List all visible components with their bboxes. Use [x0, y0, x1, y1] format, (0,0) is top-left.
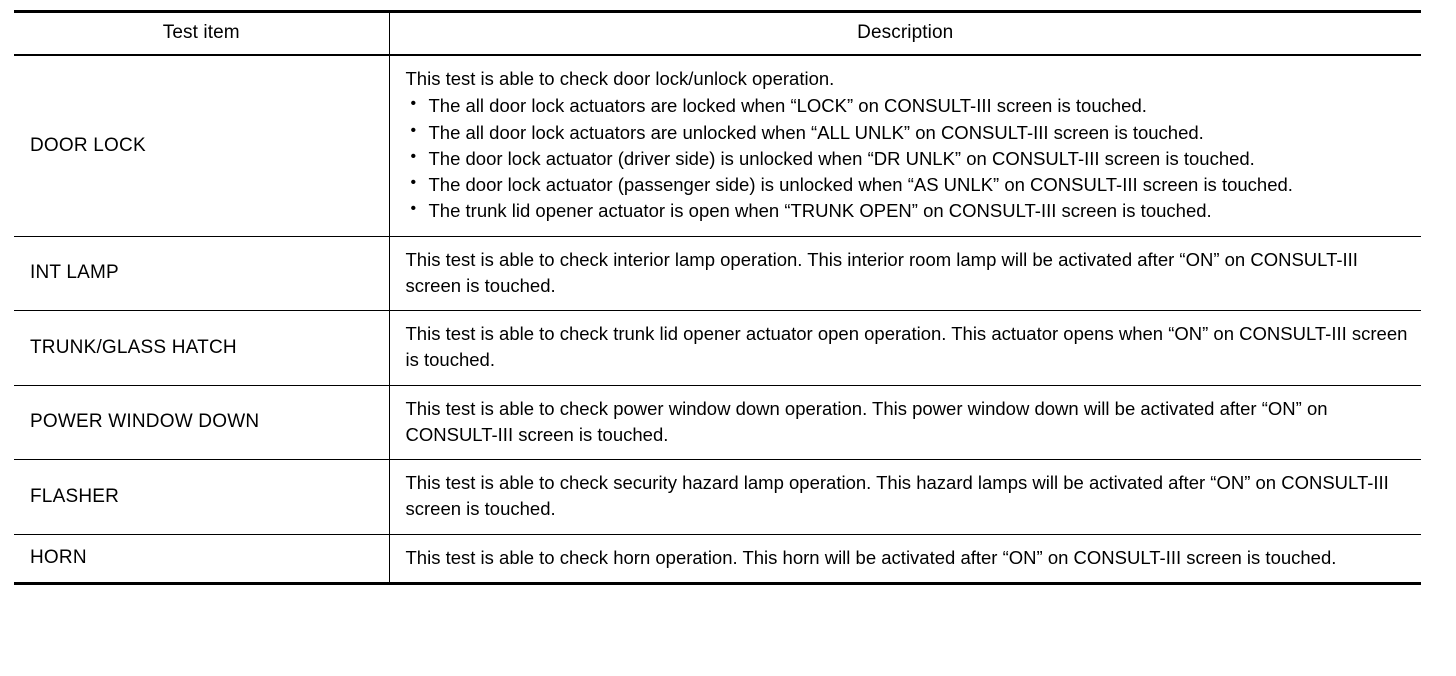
test-item-label: HORN [14, 534, 390, 585]
active-test-table: Test item Description DOOR LOCK This tes… [14, 10, 1421, 585]
description-intro: This test is able to check door lock/unl… [405, 68, 835, 89]
table-header: Test item Description [14, 10, 1421, 56]
table-row: TRUNK/GLASS HATCH This test is able to c… [14, 310, 1421, 386]
list-item-text: The door lock actuator (passenger side) … [428, 174, 1293, 196]
description-text: This test is able to check horn operatio… [405, 546, 1337, 568]
table-row: DOOR LOCK This test is able to check doo… [14, 55, 1421, 237]
list-item: • The all door lock actuators are unlock… [406, 120, 1414, 146]
bullet-icon: • [410, 147, 417, 165]
list-item: • The trunk lid opener actuator is open … [406, 198, 1414, 224]
description-cell: This test is able to check power window … [389, 385, 1421, 461]
test-item-label: POWER WINDOW DOWN [14, 385, 390, 461]
bullet-icon: • [410, 121, 417, 139]
description-cell: This test is able to check interior lamp… [389, 236, 1421, 312]
description-text: This test is able to check power window … [405, 397, 1328, 445]
list-item-text: The all door lock actuators are unlocked… [428, 121, 1204, 143]
description-cell: This test is able to check security haza… [389, 459, 1421, 535]
table-header-row: Test item Description [14, 10, 1421, 56]
description-text: This test is able to check security haza… [405, 472, 1389, 520]
description-bullet-list: • The all door lock actuators are locked… [406, 93, 1414, 224]
test-item-label: FLASHER [14, 459, 390, 535]
table-row: HORN This test is able to check horn ope… [14, 534, 1421, 585]
description-cell: This test is able to check door lock/unl… [389, 55, 1421, 237]
description-text: This test is able to check interior lamp… [405, 248, 1358, 296]
bullet-icon: • [410, 200, 417, 218]
test-item-label: TRUNK/GLASS HATCH [14, 310, 390, 386]
list-item-text: The door lock actuator (driver side) is … [428, 147, 1255, 169]
column-header-description: Description [389, 10, 1421, 56]
table-container: Test item Description DOOR LOCK This tes… [14, 10, 1421, 585]
table-row: POWER WINDOW DOWN This test is able to c… [14, 385, 1421, 461]
table-body: DOOR LOCK This test is able to check doo… [14, 55, 1421, 585]
bullet-icon: • [410, 174, 417, 192]
test-item-label: DOOR LOCK [14, 55, 390, 237]
list-item: • The door lock actuator (passenger side… [406, 172, 1414, 198]
list-item: • The all door lock actuators are locked… [406, 93, 1414, 119]
table-row: FLASHER This test is able to check secur… [14, 459, 1421, 535]
list-item: • The door lock actuator (driver side) i… [406, 146, 1414, 172]
description-text: This test is able to check trunk lid ope… [405, 323, 1408, 371]
column-header-test-item: Test item [14, 10, 390, 56]
table-row: INT LAMP This test is able to check inte… [14, 236, 1421, 312]
list-item-text: The all door lock actuators are locked w… [428, 95, 1147, 117]
bullet-icon: • [410, 95, 417, 113]
test-item-label: INT LAMP [14, 236, 390, 312]
description-cell: This test is able to check horn operatio… [389, 534, 1421, 585]
description-cell: This test is able to check trunk lid ope… [389, 310, 1421, 386]
list-item-text: The trunk lid opener actuator is open wh… [428, 200, 1212, 222]
